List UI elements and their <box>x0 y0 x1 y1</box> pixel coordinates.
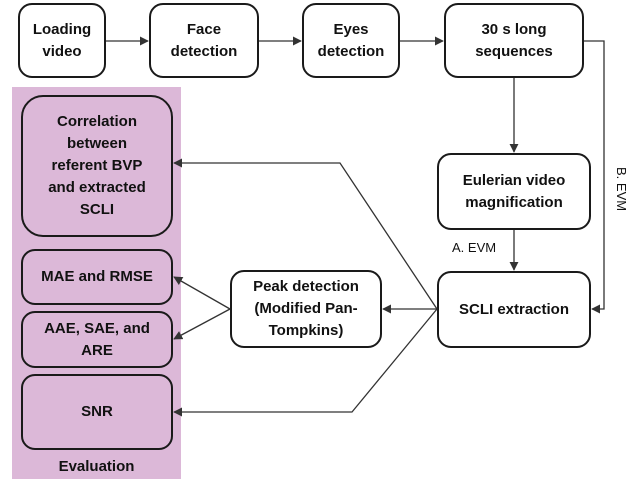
mae-rmse-box: MAE and RMSE <box>21 249 173 305</box>
eyes-detection-label: Eyes detection <box>317 20 385 60</box>
scli-extraction-box: SCLI extraction <box>437 271 591 348</box>
loading-video-box: Loading video <box>18 3 106 78</box>
sequences-box: 30 s long sequences <box>444 3 584 78</box>
snr-box: SNR <box>21 374 173 450</box>
face-detection-box: Face detection <box>149 3 259 78</box>
sequences-label: 30 s long sequences <box>475 20 553 60</box>
arrow-scli-to-snr <box>173 308 438 417</box>
arrow-peak-to-mae <box>173 276 231 310</box>
aae-sae-are-label: AAE, SAE, and ARE <box>44 319 150 359</box>
mae-rmse-label: MAE and RMSE <box>41 268 153 285</box>
path-b-label: B. EVM <box>614 167 629 212</box>
peak-detection-box: Peak detection (Modified Pan- Tompkins) <box>230 270 382 348</box>
peak-detection-label: Peak detection (Modified Pan- Tompkins) <box>253 278 359 339</box>
evaluation-label: Evaluation <box>58 458 135 475</box>
arrow-peak-to-aae <box>173 308 231 340</box>
evm-box: Eulerian video magnification <box>437 153 591 230</box>
evm-label: Eulerian video magnification <box>462 171 566 211</box>
correlation-label: Correlation between referent BVP and ext… <box>48 113 146 218</box>
face-detection-label: Face detection <box>170 20 238 60</box>
scli-extraction-label: SCLI extraction <box>458 300 570 318</box>
correlation-box: Correlation between referent BVP and ext… <box>21 95 173 237</box>
eyes-detection-box: Eyes detection <box>302 3 400 78</box>
arrow-sequences-to-scli-bypass <box>584 40 605 314</box>
arrow-scli-to-correlation <box>173 158 438 310</box>
snr-label: SNR <box>81 403 113 420</box>
aae-sae-are-box: AAE, SAE, and ARE <box>21 311 173 368</box>
loading-video-label: Loading video <box>32 20 92 60</box>
path-a-label: A. EVM <box>452 240 497 255</box>
